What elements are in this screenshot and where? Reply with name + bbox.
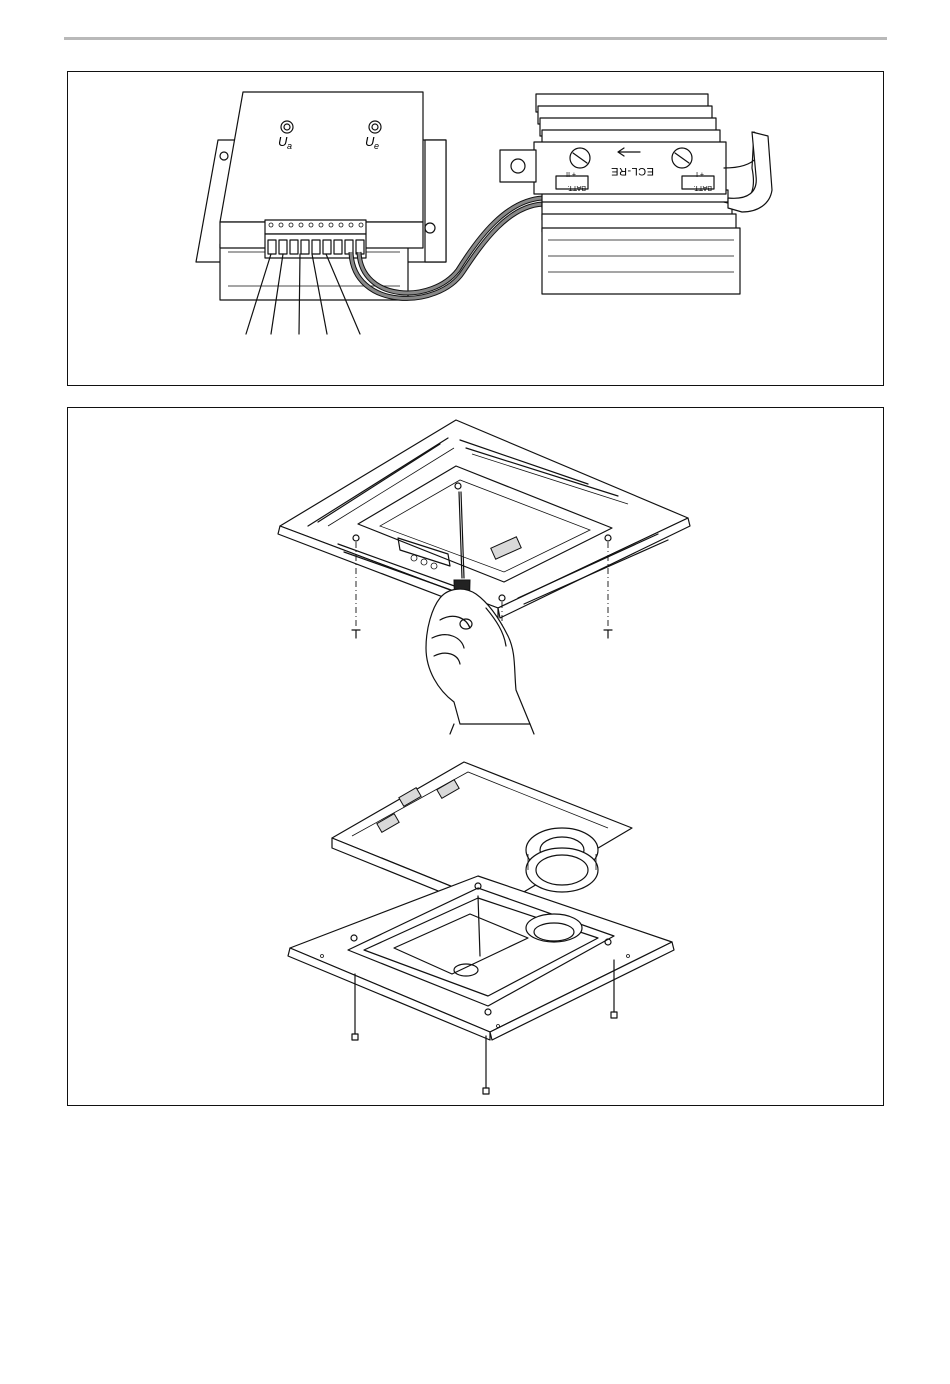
hand-icon (426, 589, 534, 734)
cassette-removal-panel (67, 407, 884, 1106)
heater-terminal-left-label: BATT. (567, 184, 586, 191)
exploded-panel-figure (288, 762, 674, 1094)
heater-pole-left-label: + II (566, 170, 576, 177)
battery-heater: BATT. BATT. + II + I ECL-RE (500, 94, 772, 294)
heater-terminal-right-label: BATT. (693, 184, 712, 191)
ua-subscript: a (287, 141, 292, 151)
wiring-illustration-panel: U a U e (67, 71, 884, 386)
wiring-illustration: U a U e (68, 72, 885, 387)
ceiling-grille-figure (278, 420, 690, 734)
cassette-removal-illustration (68, 408, 885, 1107)
ue-subscript: e (374, 141, 379, 151)
header-rule (64, 37, 887, 40)
heater-model-label: ECL-RE (611, 165, 654, 177)
heater-pole-right-label: + I (696, 170, 704, 177)
